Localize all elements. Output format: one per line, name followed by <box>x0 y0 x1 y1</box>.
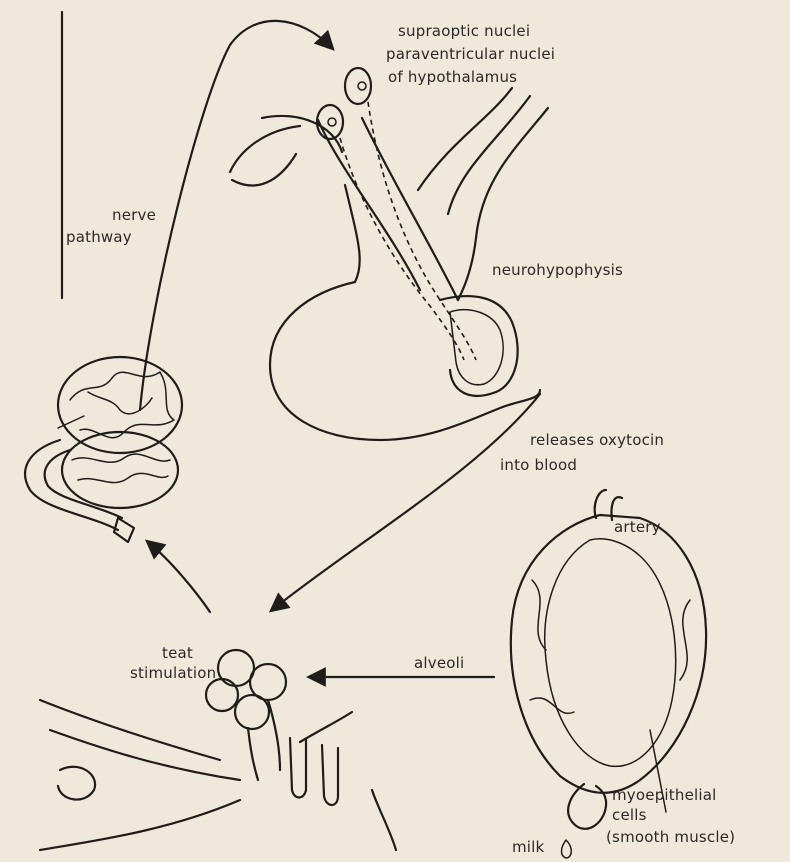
stimulation-label: stimulation <box>130 664 216 682</box>
nerve-pathway-arrow <box>140 21 332 410</box>
milk-label: milk <box>512 838 544 856</box>
sensory-input-arrow <box>148 542 210 612</box>
cow-udder-outline <box>40 700 396 850</box>
into-blood-label: into blood <box>500 456 577 474</box>
artery-label: artery <box>614 518 661 536</box>
pathway-label: pathway <box>66 228 132 246</box>
pituitary-gland <box>230 68 548 440</box>
myoepithelial-label: myoepithelial <box>612 786 717 804</box>
nerve-label: nerve <box>112 206 156 224</box>
spinal-cord <box>25 357 182 542</box>
paraventricular-nuclei-label: paraventricular nuclei <box>386 45 555 63</box>
alveoli-label: alveoli <box>414 654 464 672</box>
releases-oxytocin-label: releases oxytocin <box>530 431 664 449</box>
hypothalamus-label: of hypothalamus <box>388 68 517 86</box>
smooth-muscle-label: (smooth muscle) <box>606 828 735 846</box>
supraoptic-nuclei-label: supraoptic nuclei <box>398 22 530 40</box>
neurohypophysis-label: neurohypophysis <box>492 261 623 279</box>
teat-label: teat <box>162 644 193 662</box>
cells-label: cells <box>612 806 647 824</box>
